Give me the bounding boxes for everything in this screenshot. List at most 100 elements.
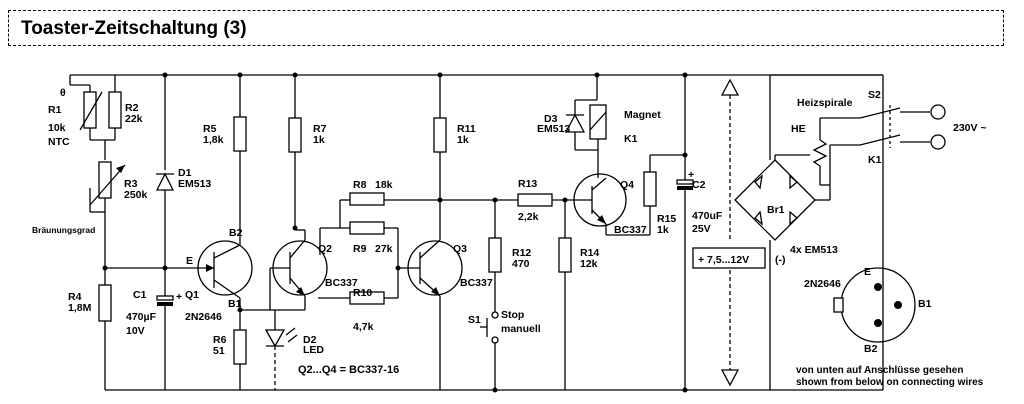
r15-resistor xyxy=(643,171,657,207)
component-label: R5 xyxy=(203,123,217,135)
ujt-pinout-diagram xyxy=(833,267,916,343)
mains-terminal xyxy=(930,134,946,150)
component-label: BC337 xyxy=(325,277,358,289)
component-label: R13 xyxy=(518,178,537,190)
k1-relay-contact xyxy=(859,134,930,146)
page-title: Toaster-Zeitschaltung (3) xyxy=(21,18,247,39)
component-label: E xyxy=(864,266,871,278)
component-label: 25V xyxy=(692,223,711,235)
component-label: R3 xyxy=(124,178,138,190)
d1-diode xyxy=(155,172,175,191)
title-box: Toaster-Zeitschaltung (3) xyxy=(8,10,1004,46)
component-label: 250k xyxy=(124,189,148,201)
s2-switch xyxy=(859,107,930,119)
component-label: 230V ~ xyxy=(953,122,987,134)
component-label: 1,8k xyxy=(203,134,224,146)
component-label: Stop xyxy=(501,309,524,321)
component-label: R11 xyxy=(457,123,476,135)
component-label: Bräunungsgrad xyxy=(32,225,95,235)
component-label: R6 xyxy=(213,334,227,346)
component-label: C1 xyxy=(133,289,147,301)
component-label: 470uF xyxy=(692,210,723,222)
component-label: 1k xyxy=(657,224,669,236)
supply-box xyxy=(692,247,766,269)
r9-resistor xyxy=(349,221,385,235)
component-label: Q2...Q4 = BC337-16 xyxy=(298,364,399,376)
component-label: R10 xyxy=(353,287,372,299)
component-label: 12k xyxy=(580,258,598,270)
component-label: BC337 xyxy=(614,224,647,236)
component-label: EM513 xyxy=(537,123,570,135)
component-label: K1 xyxy=(868,154,882,166)
c2-capacitor: + xyxy=(676,169,694,390)
component-label: 1,8M xyxy=(68,302,92,314)
component-label: 27k xyxy=(375,243,393,255)
component-label: 470 xyxy=(512,258,530,270)
component-label: von unten auf Anschlüsse gesehen xyxy=(796,365,963,376)
component-label: (-) xyxy=(775,254,786,266)
r4-resistor xyxy=(98,268,112,390)
component-label: 4,7k xyxy=(353,321,374,333)
component-label: R12 xyxy=(512,247,531,259)
component-label: B1 xyxy=(918,298,932,310)
component-label: R14 xyxy=(580,247,599,259)
component-label: R1 xyxy=(48,104,62,116)
component-label: B2 xyxy=(229,227,243,239)
q4-transistor xyxy=(573,173,627,227)
component-label: Q3 xyxy=(453,243,467,255)
component-label: Br1 xyxy=(767,204,785,216)
component-label: S2 xyxy=(868,89,881,101)
component-label: B2 xyxy=(864,343,878,355)
component-label: K1 xyxy=(624,133,638,145)
component-label: shown from below on connecting wires xyxy=(796,377,984,388)
br1-bridge-rectifier xyxy=(734,154,831,241)
component-label: NTC xyxy=(48,136,70,148)
r12-resistor xyxy=(488,200,502,312)
component-label: BC337 xyxy=(460,277,493,289)
r11-resistor xyxy=(433,117,447,153)
component-label: Q2 xyxy=(318,243,332,255)
r8-resistor xyxy=(349,192,385,206)
r13-resistor xyxy=(517,193,553,207)
component-label: θ xyxy=(60,87,66,99)
component-label: 4x EM513 xyxy=(790,244,838,256)
component-label: Q1 xyxy=(185,289,199,301)
q3-transistor xyxy=(407,239,463,297)
svg-text:+: + xyxy=(176,291,182,303)
component-label: Magnet xyxy=(624,109,661,121)
component-label: R9 xyxy=(353,243,367,255)
component-label: D3 xyxy=(544,113,558,125)
supply-voltage-arrow xyxy=(720,78,740,387)
d3-diode xyxy=(564,100,586,150)
r3-potentiometer xyxy=(89,161,126,213)
component-label: R8 xyxy=(353,179,367,191)
r14-resistor xyxy=(558,200,572,390)
component-label: 1k xyxy=(313,134,325,146)
component-label: 2,2k xyxy=(518,211,539,223)
component-label: R2 xyxy=(125,102,139,114)
component-label: 2N2646 xyxy=(804,278,841,290)
component-label: R7 xyxy=(313,123,327,135)
component-label: 2N2646 xyxy=(185,311,222,323)
q2-transistor xyxy=(270,239,328,297)
s1-pushbutton xyxy=(480,311,499,390)
k1-relay-coil xyxy=(589,104,607,140)
component-label: R4 xyxy=(68,291,82,303)
svg-text:+: + xyxy=(688,169,694,181)
component-label: 10k xyxy=(48,122,66,134)
mains-terminal xyxy=(930,104,946,120)
q1-ujt-transistor xyxy=(197,240,253,299)
r6-resistor xyxy=(233,310,247,390)
component-label: E xyxy=(186,255,193,267)
component-label: 10V xyxy=(126,325,145,337)
r2-resistor xyxy=(108,75,122,140)
component-label: R15 xyxy=(657,213,676,225)
component-label: LED xyxy=(303,344,324,356)
component-label: C2 xyxy=(692,179,706,191)
component-label: 51 xyxy=(213,345,225,357)
component-label: 1k xyxy=(457,134,469,146)
r5-resistor xyxy=(233,116,247,152)
component-label: D2 xyxy=(303,334,317,346)
component-label: S1 xyxy=(468,314,481,326)
component-label: 22k xyxy=(125,113,143,125)
